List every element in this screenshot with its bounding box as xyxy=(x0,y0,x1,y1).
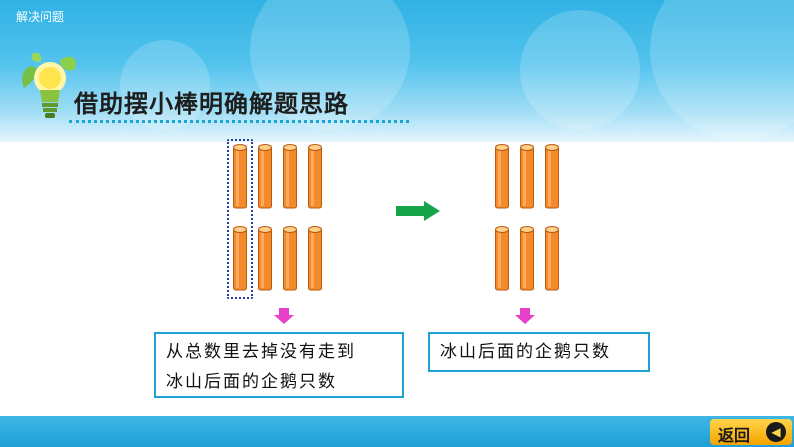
header-banner xyxy=(0,0,794,142)
footer-bar xyxy=(0,416,794,447)
down-arrow-icon-left xyxy=(274,308,294,324)
highlighted-stick-column xyxy=(227,139,253,299)
right-group-stick xyxy=(545,226,559,292)
caption-left-line2: 冰山后面的企鹅只数 xyxy=(166,372,337,392)
caption-box-left: 从总数里去掉没有走到 冰山后面的企鹅只数 xyxy=(154,332,404,398)
return-icon: ◀ xyxy=(766,422,786,442)
left-group-stick xyxy=(258,144,272,210)
heading-underline xyxy=(69,120,409,123)
lesson-title: 解决问题 xyxy=(16,10,65,24)
right-arrow-icon xyxy=(396,201,440,221)
return-label: 返回 xyxy=(718,426,751,445)
left-group-stick xyxy=(233,144,247,210)
return-button[interactable]: 返回 ◀ xyxy=(710,419,792,445)
right-group-stick xyxy=(495,144,509,210)
left-group-stick xyxy=(258,226,272,292)
down-arrow-icon-right xyxy=(515,308,535,324)
right-group-stick xyxy=(520,144,534,210)
caption-box-right: 冰山后面的企鹅只数 xyxy=(428,332,650,372)
right-group-stick xyxy=(495,226,509,292)
left-group-stick xyxy=(308,144,322,210)
caption-right: 冰山后面的企鹅只数 xyxy=(440,342,611,362)
section-heading-text: 借助摆小棒明确解题思路 xyxy=(74,89,349,118)
caption-left-line1: 从总数里去掉没有走到 xyxy=(166,342,356,362)
left-group-stick xyxy=(233,226,247,292)
section-heading: 借助摆小棒明确解题思路 xyxy=(14,48,409,124)
right-group-stick xyxy=(520,226,534,292)
lightbulb-icon xyxy=(22,52,77,118)
left-group-stick xyxy=(283,144,297,210)
right-group-stick xyxy=(545,144,559,210)
left-group-stick xyxy=(308,226,322,292)
left-group-stick xyxy=(283,226,297,292)
